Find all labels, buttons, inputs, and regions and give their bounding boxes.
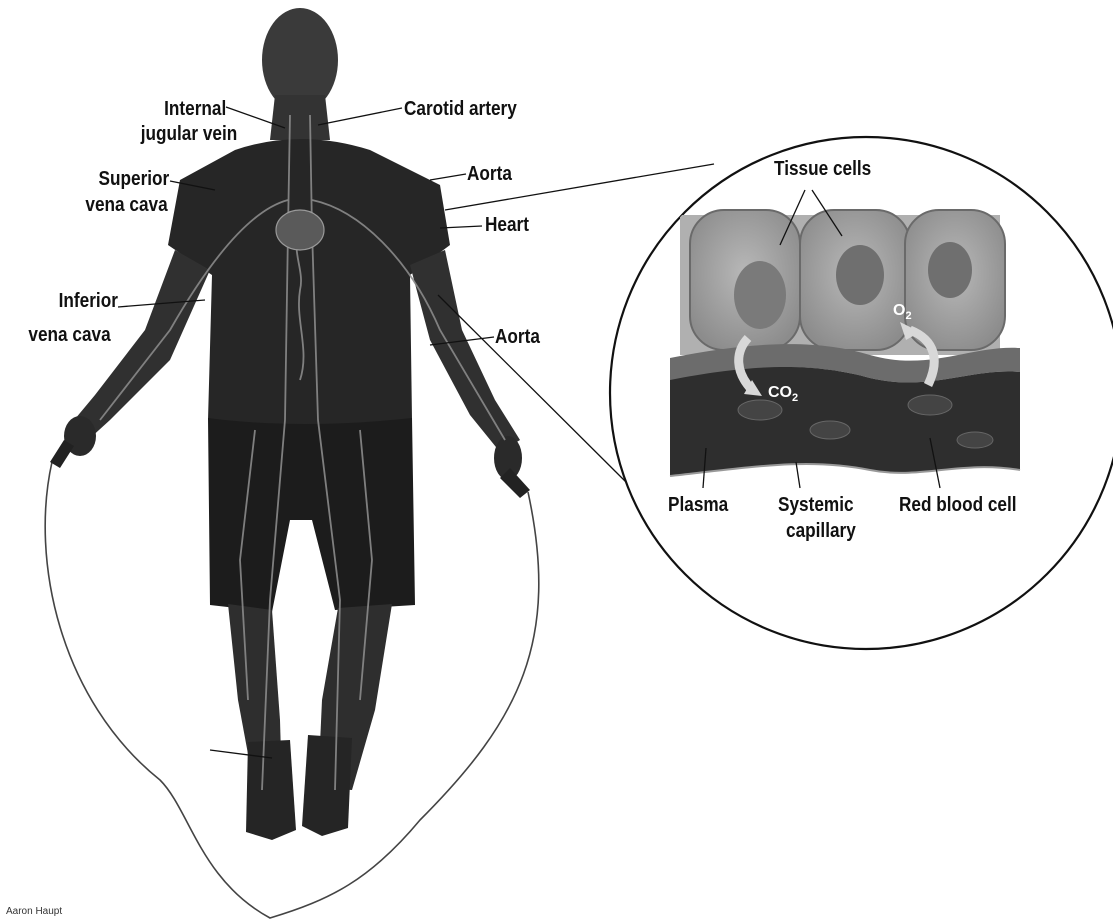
label-carotid-artery: Carotid artery: [404, 98, 517, 120]
label-systemic-capillary-line2: capillary: [786, 520, 856, 542]
label-inferior-vena-cava-line1: Inferior: [59, 290, 118, 312]
label-inferior-vena-cava-line2: vena cava: [29, 324, 111, 346]
label-red-blood-cell: Red blood cell: [899, 494, 1017, 516]
zoom-content: [670, 210, 1020, 476]
photo-credit: Aaron Haupt: [6, 906, 62, 917]
label-internal-jugular-vein-line1: Internal: [164, 98, 226, 120]
label-superior-vena-cava-line2: vena cava: [86, 194, 168, 216]
jump-rope: [45, 462, 539, 918]
label-systemic-capillary-line1: Systemic: [778, 494, 854, 516]
label-tissue-cells: Tissue cells: [774, 158, 871, 180]
label-heart: Heart: [485, 214, 529, 236]
label-aorta-upper: Aorta: [467, 163, 512, 185]
label-aorta-lower: Aorta: [495, 326, 540, 348]
label-internal-jugular-vein-line2: jugular vein: [140, 123, 237, 145]
heart-organ: [276, 210, 324, 250]
label-co2: CO2: [768, 384, 798, 404]
label-superior-vena-cava-line1: Superior: [98, 168, 169, 190]
label-plasma: Plasma: [668, 494, 728, 516]
systemic-capillary: [670, 367, 1020, 476]
tissue-cells: [690, 210, 1005, 350]
label-o2: O2: [893, 302, 912, 322]
